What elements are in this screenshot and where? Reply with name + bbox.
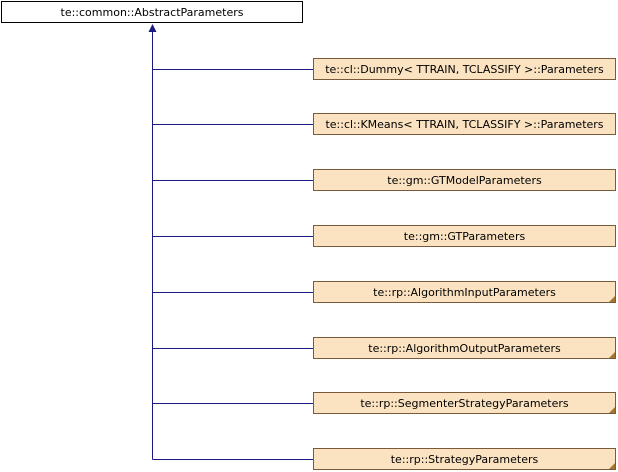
derived-class-label: te::rp::StrategyParameters xyxy=(391,453,539,466)
base-class-box xyxy=(1,1,303,23)
derived-class-node[interactable]: te::gm::GTParameters xyxy=(313,225,616,247)
derived-class-node[interactable]: te::rp::SegmenterStrategyParameters xyxy=(313,392,616,414)
derived-class-box xyxy=(313,281,616,303)
derived-class-label: te::rp::AlgorithmInputParameters xyxy=(373,286,556,299)
derived-class-label: te::rp::SegmenterStrategyParameters xyxy=(360,397,569,410)
derived-class-node[interactable]: te::gm::GTModelParameters xyxy=(313,169,616,191)
truncated-corner-marker xyxy=(609,296,615,302)
derived-class-box xyxy=(313,225,616,247)
derived-class-node[interactable]: te::rp::AlgorithmInputParameters xyxy=(313,281,616,303)
derived-class-node[interactable]: te::rp::AlgorithmOutputParameters xyxy=(313,337,616,359)
base-class-label: te::common::AbstractParameters xyxy=(61,6,244,19)
derived-class-box xyxy=(313,448,616,470)
connectors xyxy=(152,30,313,460)
derived-class-label: te::cl::Dummy< TTRAIN, TCLASSIFY >::Para… xyxy=(325,63,604,76)
derived-class-label: te::gm::GTParameters xyxy=(404,230,526,243)
truncated-corner-marker xyxy=(609,352,615,358)
derived-class-label: te::rp::AlgorithmOutputParameters xyxy=(368,342,561,355)
inheritance-arrowhead xyxy=(148,24,157,32)
truncated-corner-marker xyxy=(609,463,615,469)
derived-class-box xyxy=(313,169,616,191)
truncated-corner-marker xyxy=(609,407,615,413)
derived-class-node[interactable]: te::cl::Dummy< TTRAIN, TCLASSIFY >::Para… xyxy=(313,58,616,80)
derived-class-box xyxy=(313,337,616,359)
derived-class-box xyxy=(313,113,616,135)
derived-class-node[interactable]: te::cl::KMeans< TTRAIN, TCLASSIFY >::Par… xyxy=(313,113,616,135)
derived-class-box xyxy=(313,58,616,80)
derived-class-label: te::cl::KMeans< TTRAIN, TCLASSIFY >::Par… xyxy=(325,118,603,131)
base-class-node[interactable]: te::common::AbstractParameters xyxy=(1,1,303,23)
derived-class-node[interactable]: te::rp::StrategyParameters xyxy=(313,448,616,470)
derived-class-label: te::gm::GTModelParameters xyxy=(387,174,542,187)
derived-class-box xyxy=(313,392,616,414)
